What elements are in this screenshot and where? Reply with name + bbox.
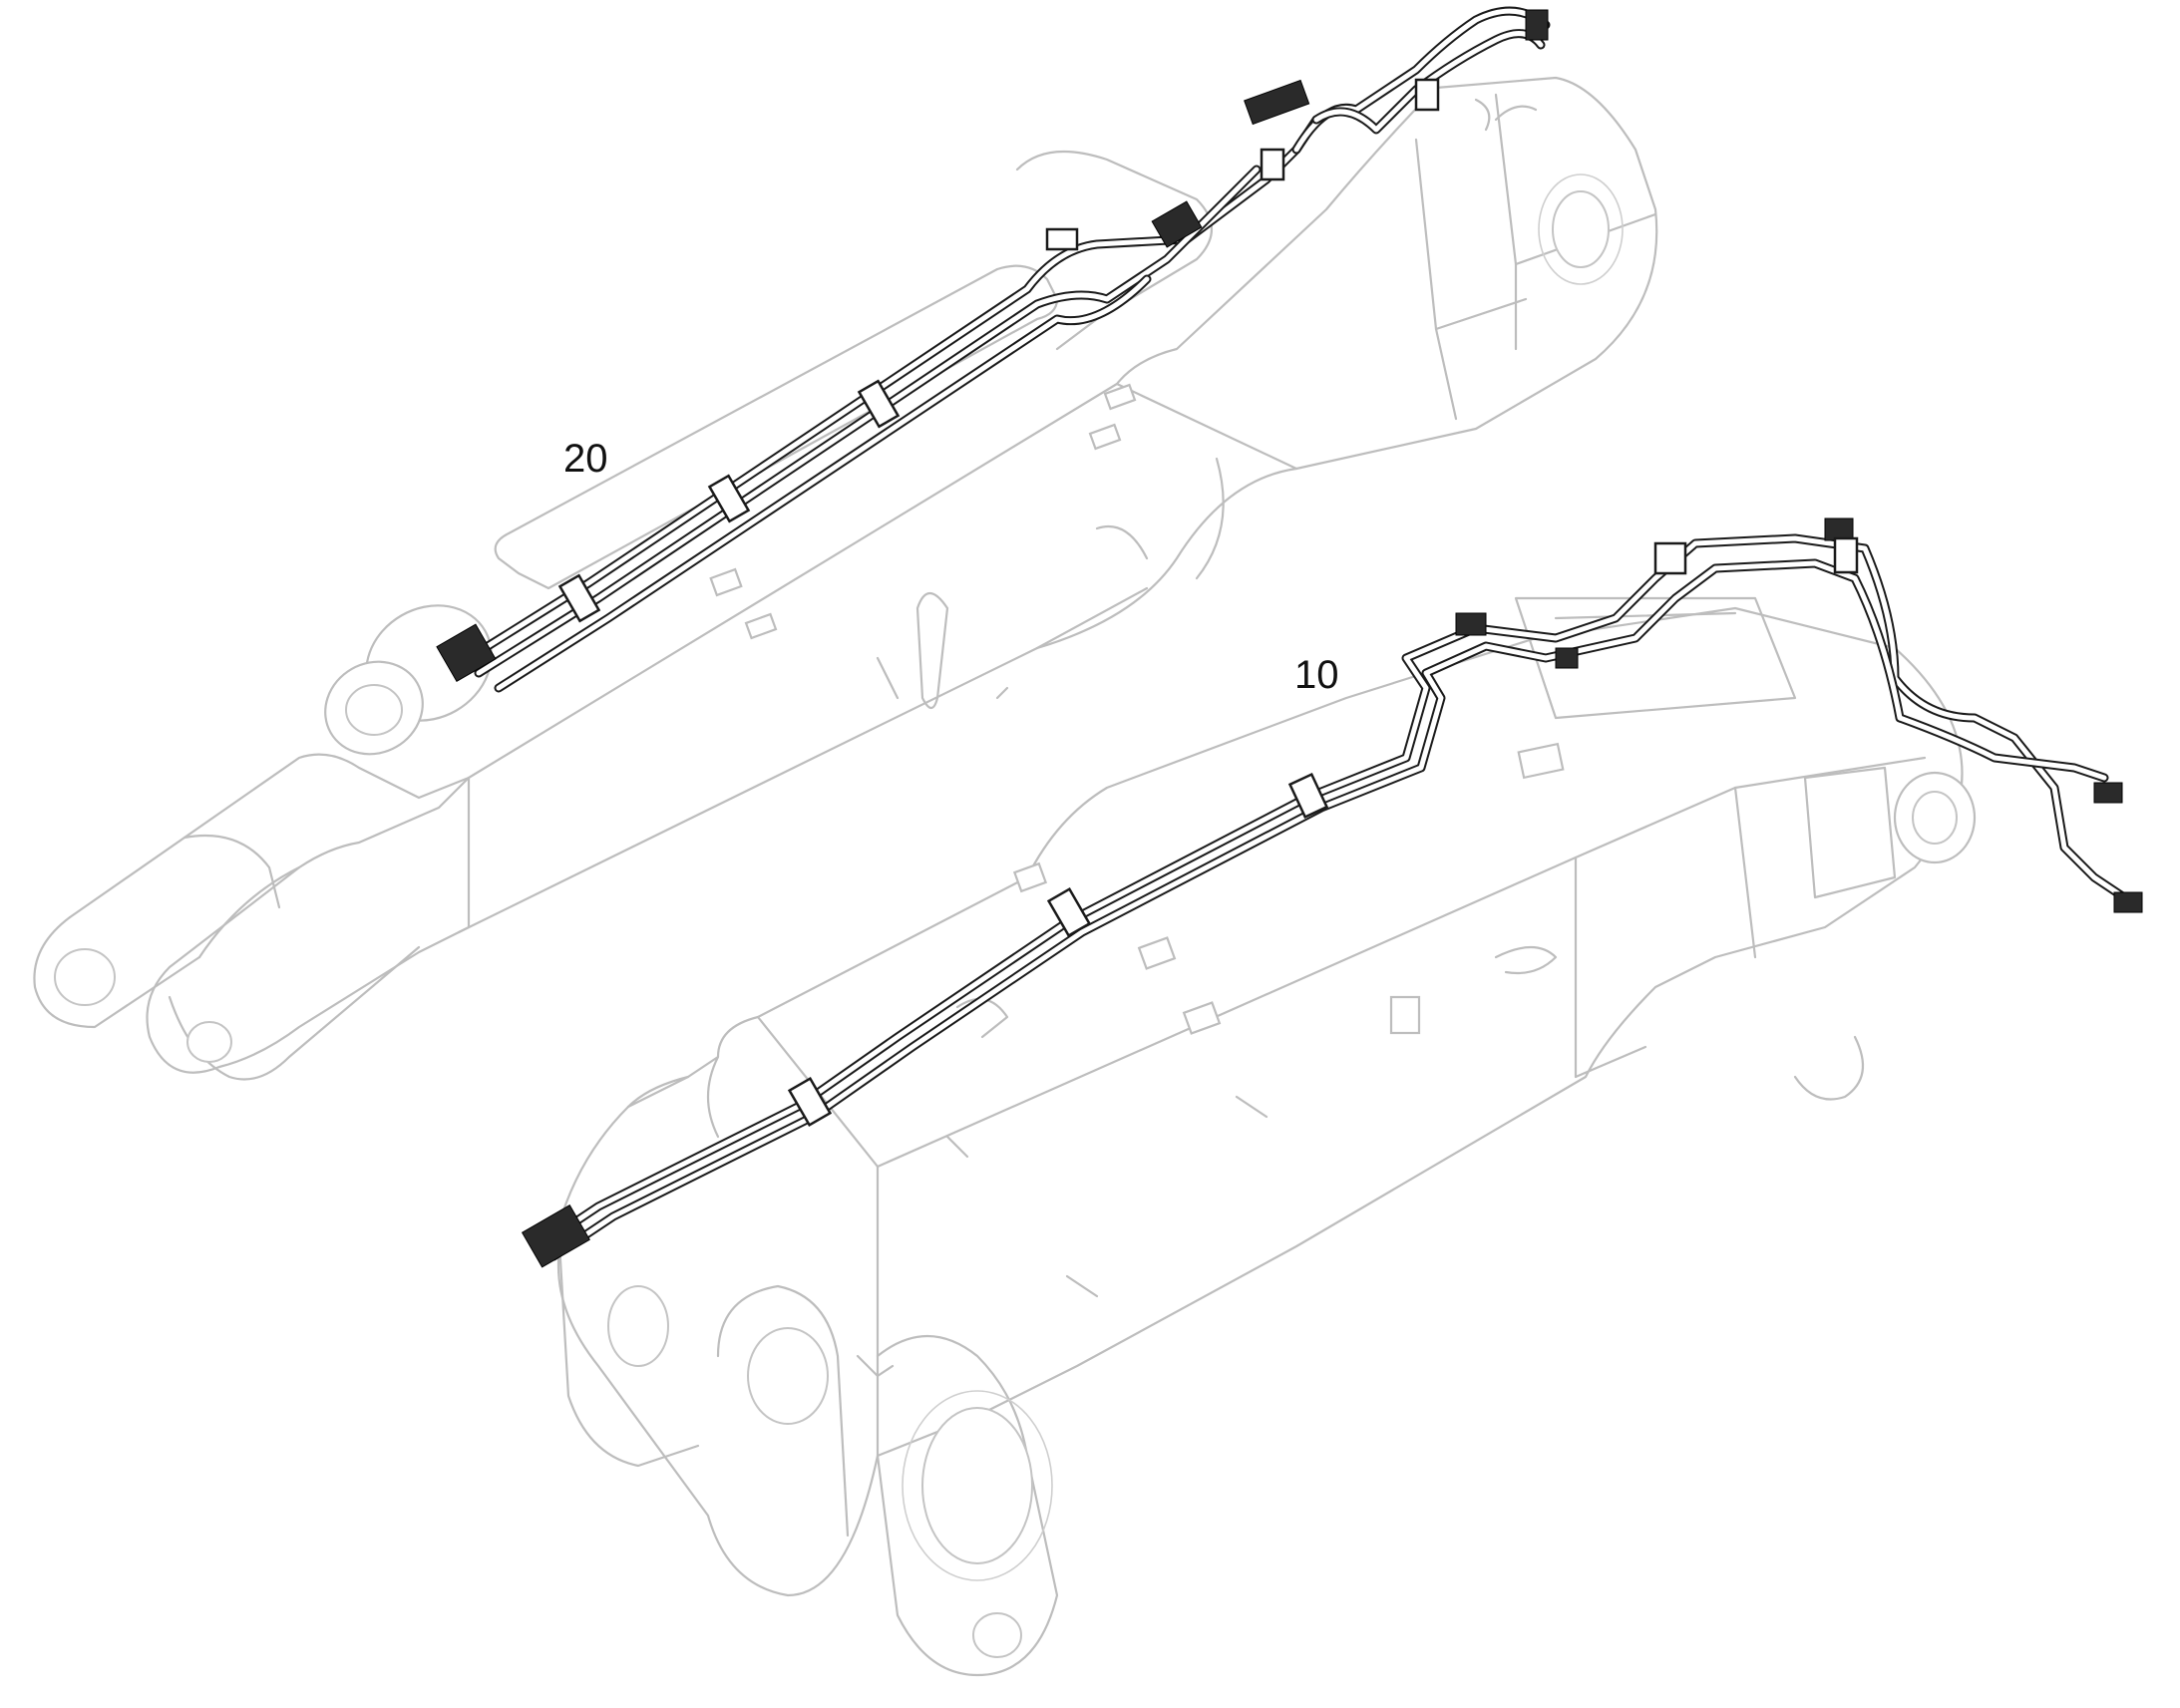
boom-ghost-outline: [556, 596, 1977, 1677]
pipe-assembly-10[interactable]: [521, 517, 2143, 1268]
pipe-assembly-20[interactable]: [436, 6, 1551, 693]
callout-boom-pipes[interactable]: 10: [1294, 653, 1339, 697]
callout-arm-pipes[interactable]: 20: [563, 437, 608, 481]
